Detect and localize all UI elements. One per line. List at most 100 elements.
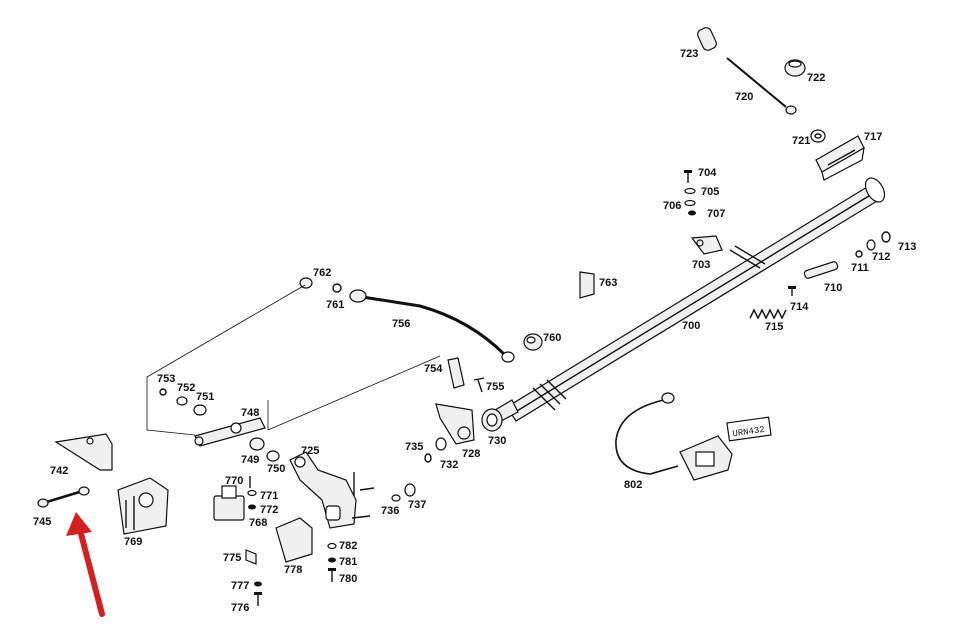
linkage-lines — [146, 284, 441, 436]
label-725: 725 — [301, 445, 319, 457]
label-728: 728 — [462, 448, 480, 460]
link-754 — [447, 357, 465, 389]
label-753: 753 — [157, 373, 175, 385]
bracket-763 — [579, 271, 595, 299]
label-721: 721 — [792, 135, 810, 147]
label-704: 704 — [698, 167, 717, 179]
label-703: 703 — [692, 259, 710, 271]
washer-735 — [435, 437, 447, 451]
label-775: 775 — [223, 552, 241, 564]
label-772: 772 — [260, 504, 278, 516]
shift-tube-700 — [494, 177, 886, 422]
label-742: 742 — [50, 465, 68, 477]
lever-703 — [690, 235, 723, 255]
lever-728 — [435, 403, 475, 445]
boot-722 — [784, 59, 806, 77]
label-756: 756 — [392, 318, 410, 330]
label-769: 769 — [124, 536, 142, 548]
bearing-730 — [481, 408, 503, 432]
clip-711 — [855, 250, 863, 258]
nut-772 — [248, 504, 256, 510]
bracket-768 — [213, 485, 245, 521]
label-706: 706 — [663, 200, 681, 212]
label-752: 752 — [177, 382, 195, 394]
label-755: 755 — [486, 381, 504, 393]
label-722: 722 — [807, 72, 825, 84]
washer-712 — [866, 239, 876, 251]
pin-710 — [803, 261, 839, 279]
bolt-780 — [328, 568, 336, 582]
ring-732 — [424, 453, 432, 463]
label-749: 749 — [241, 454, 259, 466]
name-plate-text: URN432 — [732, 425, 765, 439]
spring-715 — [749, 308, 787, 320]
pin-755 — [473, 377, 485, 393]
washer-705 — [684, 187, 696, 195]
bushing-721 — [810, 129, 826, 143]
screw-714 — [788, 286, 796, 296]
label-705: 705 — [701, 186, 719, 198]
ball-socket-762 — [299, 277, 313, 289]
name-plate: URN432 — [726, 416, 772, 442]
clip-775 — [245, 549, 257, 565]
label-710: 710 — [824, 282, 842, 294]
label-723: 723 — [680, 48, 698, 60]
label-781: 781 — [339, 556, 357, 568]
lever-748 — [194, 417, 266, 447]
plate-742 — [54, 433, 113, 471]
label-717: 717 — [864, 131, 882, 143]
bracket-778 — [275, 517, 313, 563]
rod-756 — [349, 289, 515, 363]
washer-771 — [247, 489, 257, 497]
callout-labels: 700 703 704 705 706 707 710 711 712 713 … — [33, 48, 916, 614]
label-730: 730 — [488, 435, 506, 447]
label-777: 777 — [231, 580, 249, 592]
knob-723 — [697, 27, 717, 51]
label-761: 761 — [326, 299, 344, 311]
label-768: 768 — [249, 517, 267, 529]
label-736: 736 — [381, 505, 399, 517]
ring-713 — [881, 231, 891, 243]
nut-707 — [688, 210, 696, 216]
label-776: 776 — [231, 602, 249, 614]
label-760: 760 — [543, 332, 561, 344]
nut-781 — [328, 557, 336, 563]
label-782: 782 — [339, 540, 357, 552]
mount-769 — [117, 477, 169, 535]
label-735: 735 — [405, 441, 423, 453]
washer-751 — [193, 404, 207, 416]
label-778: 778 — [284, 564, 302, 576]
shift-lever-720 — [726, 57, 797, 115]
bushing-760 — [523, 333, 543, 351]
label-711: 711 — [851, 262, 869, 274]
label-732: 732 — [440, 459, 458, 471]
label-802: 802 — [624, 479, 642, 491]
switch-802 — [615, 392, 733, 481]
bolt-776 — [254, 592, 262, 606]
washer-752 — [176, 396, 188, 406]
label-771: 771 — [260, 490, 278, 502]
label-762: 762 — [313, 267, 331, 279]
ring-753 — [159, 388, 167, 396]
label-713: 713 — [898, 241, 916, 253]
washer-777 — [254, 581, 262, 587]
bushing-749 — [249, 437, 265, 451]
label-770: 770 — [225, 475, 243, 487]
label-707: 707 — [707, 208, 725, 220]
washer-750 — [266, 450, 280, 462]
label-763: 763 — [599, 277, 617, 289]
label-720: 720 — [735, 91, 753, 103]
bracket-717 — [815, 135, 865, 181]
washer-736 — [391, 494, 401, 502]
housing-725 — [289, 451, 375, 529]
label-748: 748 — [241, 407, 259, 419]
label-754: 754 — [424, 363, 443, 375]
highlight-arrow — [66, 512, 105, 617]
label-750: 750 — [267, 463, 285, 475]
screw-704 — [684, 170, 692, 183]
ring-737 — [404, 483, 416, 497]
washer-706 — [684, 199, 696, 207]
clip-761 — [332, 283, 342, 293]
washer-782 — [327, 542, 337, 550]
